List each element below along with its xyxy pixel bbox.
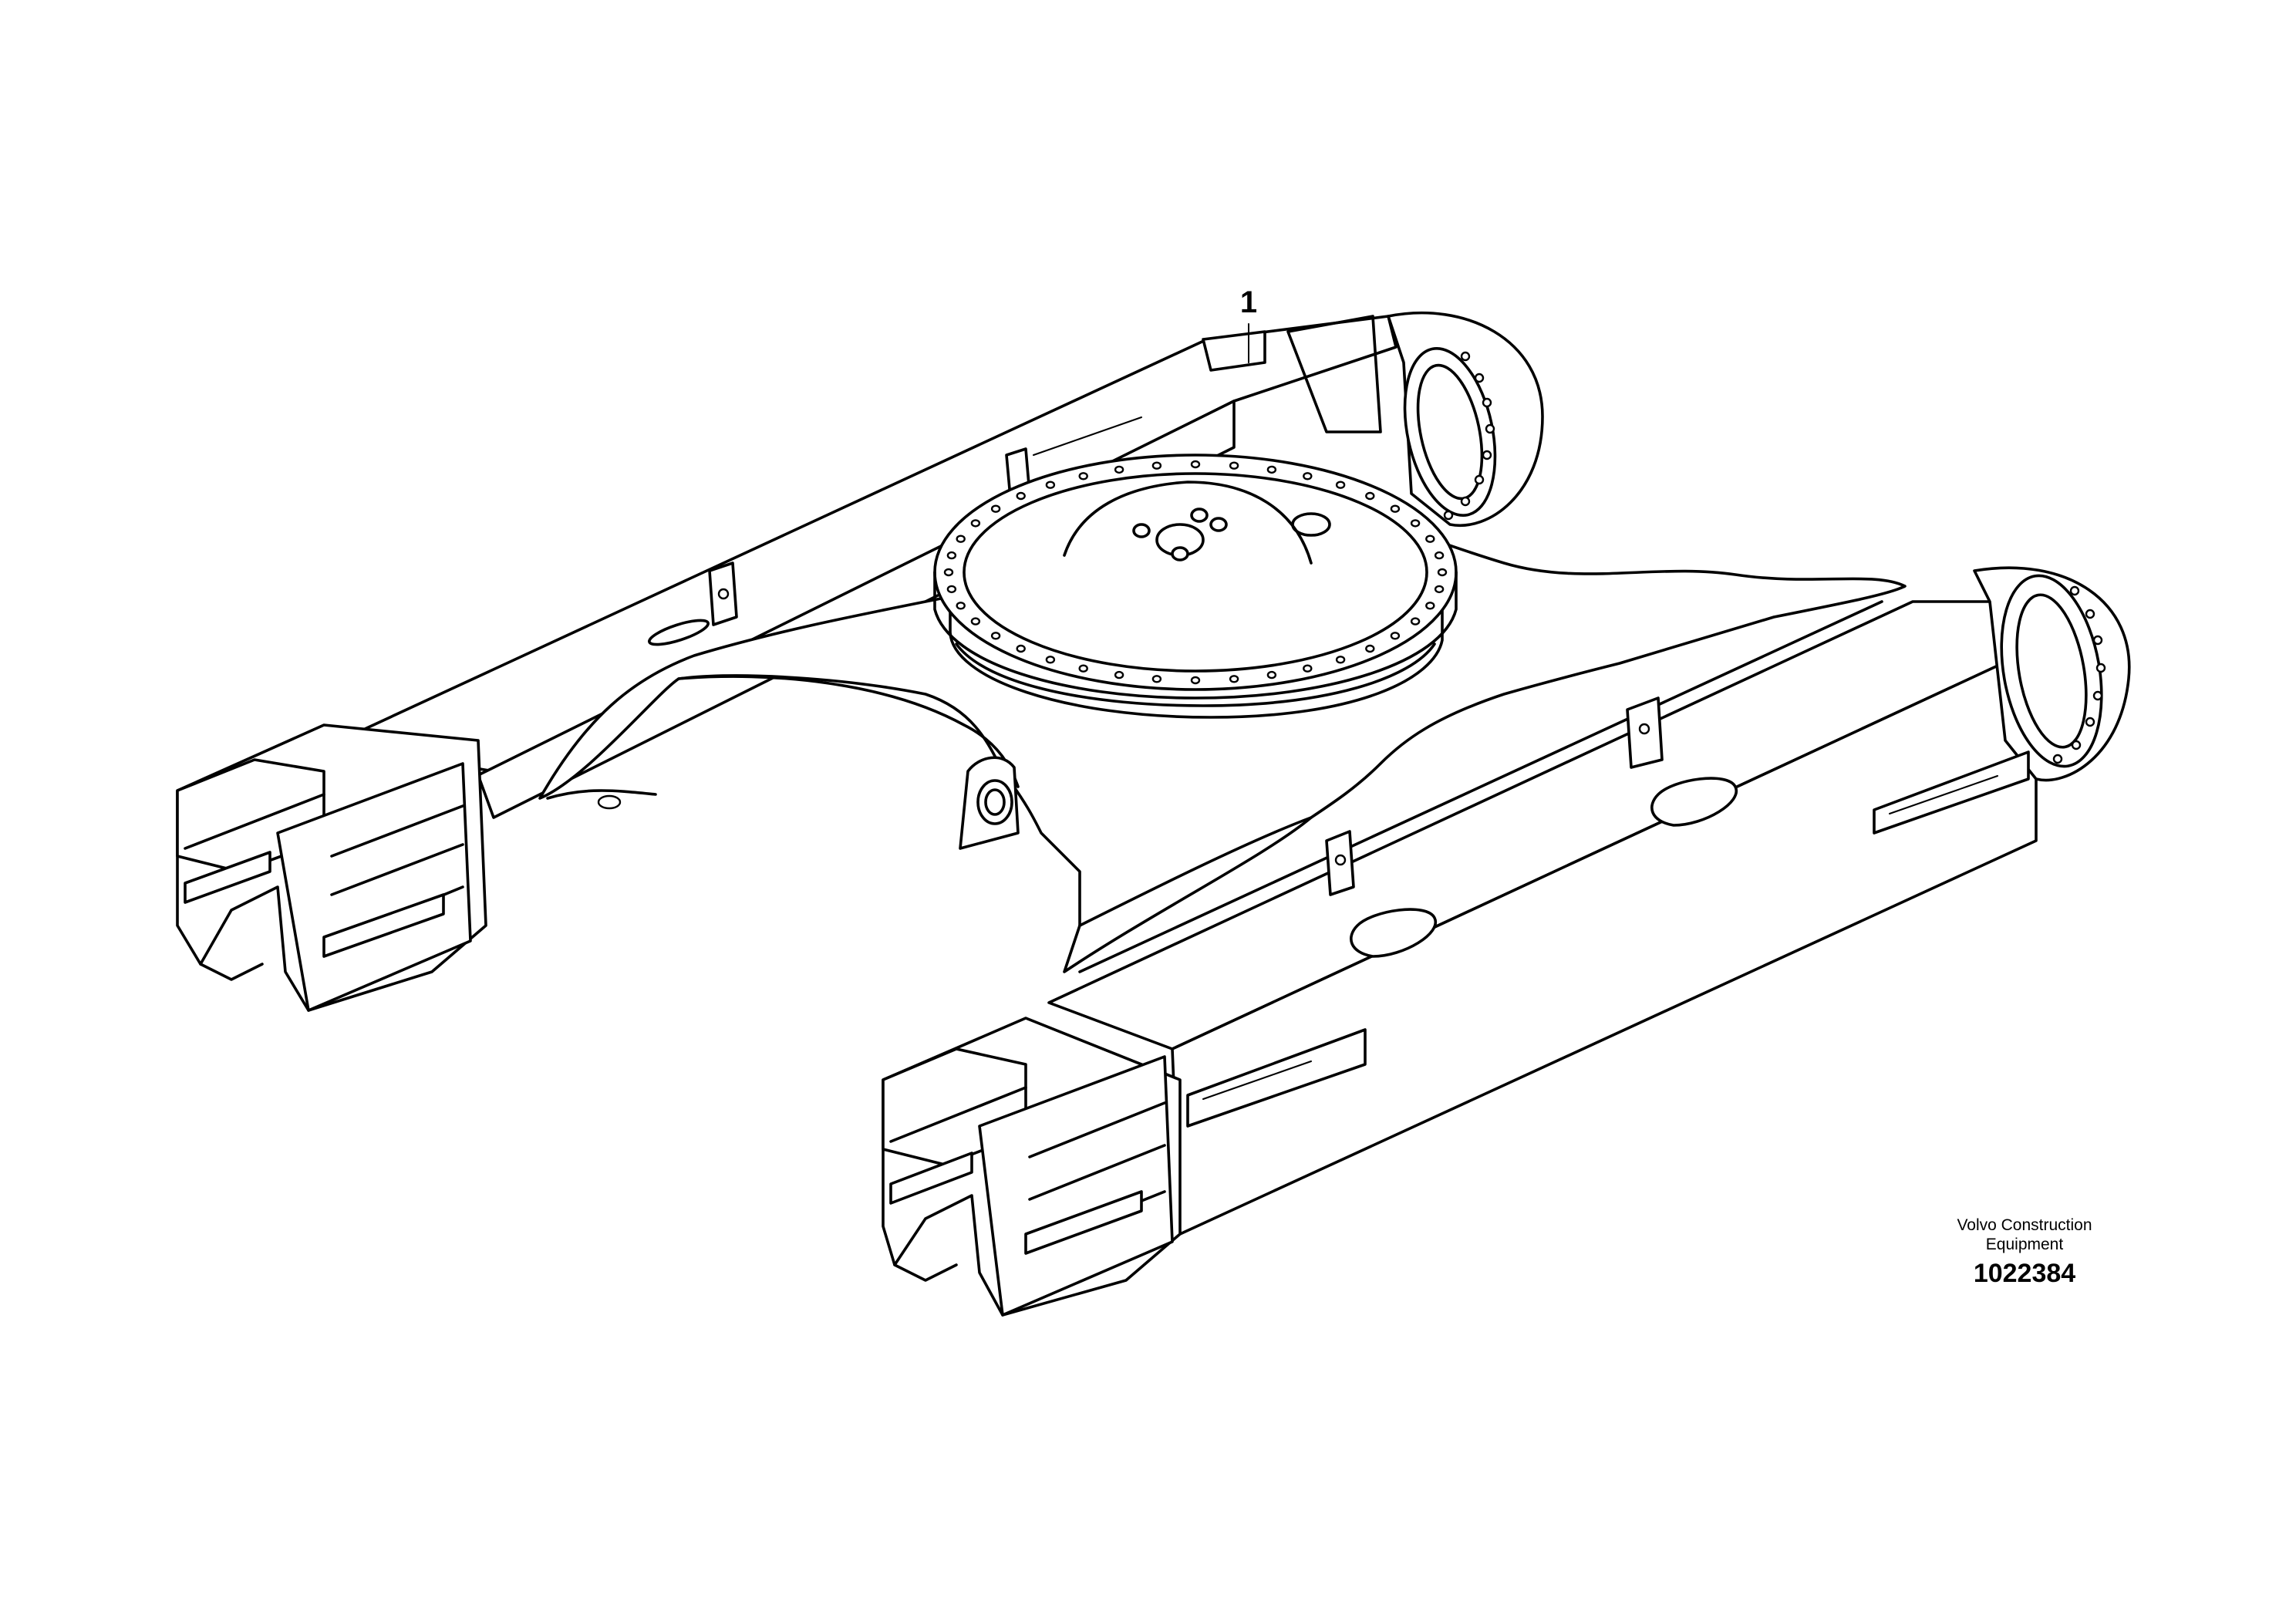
callout-label: 1	[1240, 285, 1257, 319]
brand-line-2: Equipment	[1986, 1236, 2064, 1253]
flange-bolt-hole	[956, 602, 966, 610]
flange-bolt-hole	[1390, 632, 1401, 640]
flange-bolt-hole	[1190, 460, 1201, 469]
flange-bolt-hole	[970, 519, 981, 528]
flange-bolt-holes	[943, 460, 1448, 685]
swing-bearing-turntable	[933, 454, 1458, 719]
flange-bolt-hole	[1365, 644, 1375, 653]
flange-bolt-hole	[1335, 481, 1346, 489]
flange-bolt-hole	[990, 632, 1001, 640]
flange-bolt-hole	[1016, 644, 1026, 653]
flange-bolt-hole	[1078, 664, 1088, 673]
flange-bolt-hole	[970, 617, 981, 626]
center-carbody	[538, 528, 1907, 973]
flange-bolt-hole	[1114, 465, 1124, 474]
flange-bolt-hole	[946, 551, 957, 560]
flange-bolt-hole	[946, 585, 957, 594]
flange-bolt-hole	[1434, 585, 1445, 594]
flange-bolt-hole	[1335, 656, 1346, 664]
flange-bolt-hole	[1266, 465, 1277, 474]
callout-1: 1	[1240, 285, 1257, 363]
flange-bolt-hole	[1390, 504, 1401, 513]
flange-bolt-hole	[1114, 670, 1124, 679]
flange-bolt-hole	[1016, 491, 1026, 501]
flange-bolt-hole	[1425, 602, 1435, 610]
right-sprocket-bolt-holes	[2052, 585, 2106, 764]
flange-bolt-hole	[1151, 461, 1162, 470]
drawing-caption: Volvo Construction Equipment 1022384	[1957, 1216, 2092, 1288]
part-number: 1022384	[1974, 1259, 2075, 1288]
flange-bolt-hole	[1045, 481, 1056, 489]
flange-bolt-hole	[1229, 675, 1239, 683]
flange-bolt-hole	[1434, 551, 1445, 560]
front-right-idler-yoke	[882, 1017, 1182, 1317]
flange-bolt-hole	[1078, 472, 1088, 481]
flange-bolt-hole	[1303, 472, 1313, 481]
flange-bolt-hole	[1425, 534, 1435, 543]
flange-bolt-hole	[943, 568, 954, 577]
front-left-idler-yoke	[176, 723, 487, 1012]
left-sprocket-bolt-holes	[1443, 351, 1495, 521]
flange-bolt-hole	[1303, 664, 1313, 673]
flange-bolt-hole	[990, 504, 1001, 513]
flange-bolt-hole	[1229, 461, 1239, 470]
center-bolt-cluster	[1132, 508, 1331, 561]
flange-bolt-hole	[1365, 491, 1375, 501]
right-track-frame-beam	[1047, 566, 2131, 1236]
flange-bolt-hole	[1190, 676, 1201, 685]
flange-bolt-hole	[1410, 519, 1421, 528]
flange-bolt-hole	[1410, 617, 1421, 626]
flange-bolt-hole	[1151, 675, 1162, 683]
flange-bolt-hole	[1437, 568, 1448, 577]
flange-bolt-hole	[1266, 670, 1277, 679]
flange-bolt-hole	[1045, 656, 1056, 664]
flange-bolt-hole	[956, 534, 966, 543]
brand-line-1: Volvo Construction	[1957, 1216, 2092, 1234]
